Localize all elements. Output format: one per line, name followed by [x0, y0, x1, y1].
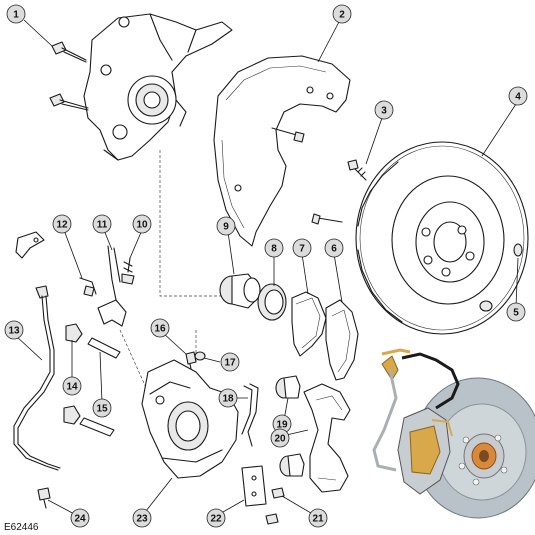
disc-retaining-screw: [479, 243, 523, 312]
hose-end-fitting: [37, 487, 51, 509]
callout-7-label: 7: [299, 244, 305, 255]
callout-22: 22: [206, 508, 226, 528]
callout-6-label: 6: [331, 244, 337, 255]
callout-16-label: 16: [154, 324, 166, 335]
callout-2: 2: [332, 4, 352, 24]
brake-hose: [13, 285, 61, 471]
brake-hose-bracket: [15, 231, 45, 259]
callout-23: 23: [132, 508, 152, 528]
callout-15-label: 15: [96, 404, 108, 415]
callout-18: 18: [218, 388, 238, 408]
callout-8: 8: [264, 238, 284, 258]
piston-boot: [257, 283, 287, 321]
pad-wear-bracket: [241, 465, 267, 507]
callout-17: 17: [220, 352, 240, 372]
callout-20: 20: [270, 428, 290, 448]
callout-4: 4: [508, 86, 528, 106]
callout-11: 11: [92, 214, 112, 234]
callout-4-label: 4: [515, 92, 521, 103]
guide-pin-bushing: [219, 273, 261, 309]
caliper-carrier: [303, 383, 351, 493]
brake-caliper: [141, 359, 239, 479]
callout-15: 15: [92, 398, 112, 418]
callout-1-label: 1: [13, 10, 19, 21]
carrier-bushes: [275, 375, 305, 477]
callout-10-label: 10: [136, 220, 148, 231]
leader-lines: [15, 19, 519, 517]
callout-22-label: 22: [210, 514, 222, 525]
callout-23-label: 23: [136, 514, 148, 525]
carrier-bolt: [265, 487, 285, 525]
callout-12-label: 12: [56, 220, 68, 231]
callout-6: 6: [324, 238, 344, 258]
callout-24: 24: [70, 508, 90, 528]
callout-11-label: 11: [97, 220, 108, 231]
figure-reference: E62446: [4, 522, 39, 533]
callout-18-label: 18: [222, 394, 234, 405]
wheel-stud: [347, 159, 367, 181]
brake-dust-shield: [213, 55, 351, 247]
knuckle-bolts: [49, 41, 89, 111]
guide-pin-boots: [63, 323, 83, 425]
brake-disc: [355, 141, 529, 335]
wheel-knuckle: [83, 13, 233, 161]
callout-21: 21: [308, 508, 328, 528]
callout-19-label: 19: [276, 420, 288, 431]
callout-24-label: 24: [74, 514, 86, 525]
callout-21-label: 21: [312, 514, 324, 525]
callout-20-label: 20: [274, 434, 286, 445]
callout-12: 12: [52, 214, 72, 234]
callout-7: 7: [292, 238, 312, 258]
callout-14-label: 14: [66, 382, 78, 393]
retaining-clip: [79, 277, 97, 297]
callout-2-label: 2: [339, 10, 345, 21]
bleed-screw: [121, 257, 135, 285]
callout-3-label: 3: [381, 106, 387, 117]
callout-13: 13: [4, 320, 24, 340]
brake-pad-outer: [325, 299, 359, 381]
shield-bolts: [271, 127, 343, 225]
caliper-nut: [194, 351, 206, 361]
callout-17-label: 17: [224, 358, 236, 369]
guide-pins: [79, 337, 121, 437]
anti-rattle-spring: [97, 245, 127, 327]
callout-9: 9: [216, 216, 236, 236]
assembled-brake-inset: [372, 348, 535, 519]
callout-1: 1: [6, 4, 26, 24]
callout-9-label: 9: [223, 222, 229, 233]
callout-10: 10: [132, 214, 152, 234]
callout-3: 3: [374, 100, 394, 120]
callout-13-label: 13: [8, 326, 20, 337]
brake-pad-inner: [291, 291, 327, 357]
callout-16: 16: [150, 318, 170, 338]
pad-retaining-spring: [241, 383, 259, 447]
callout-8-label: 8: [271, 244, 277, 255]
callout-5: 5: [506, 302, 526, 322]
callout-5-label: 5: [513, 308, 519, 319]
callout-14: 14: [62, 376, 82, 396]
